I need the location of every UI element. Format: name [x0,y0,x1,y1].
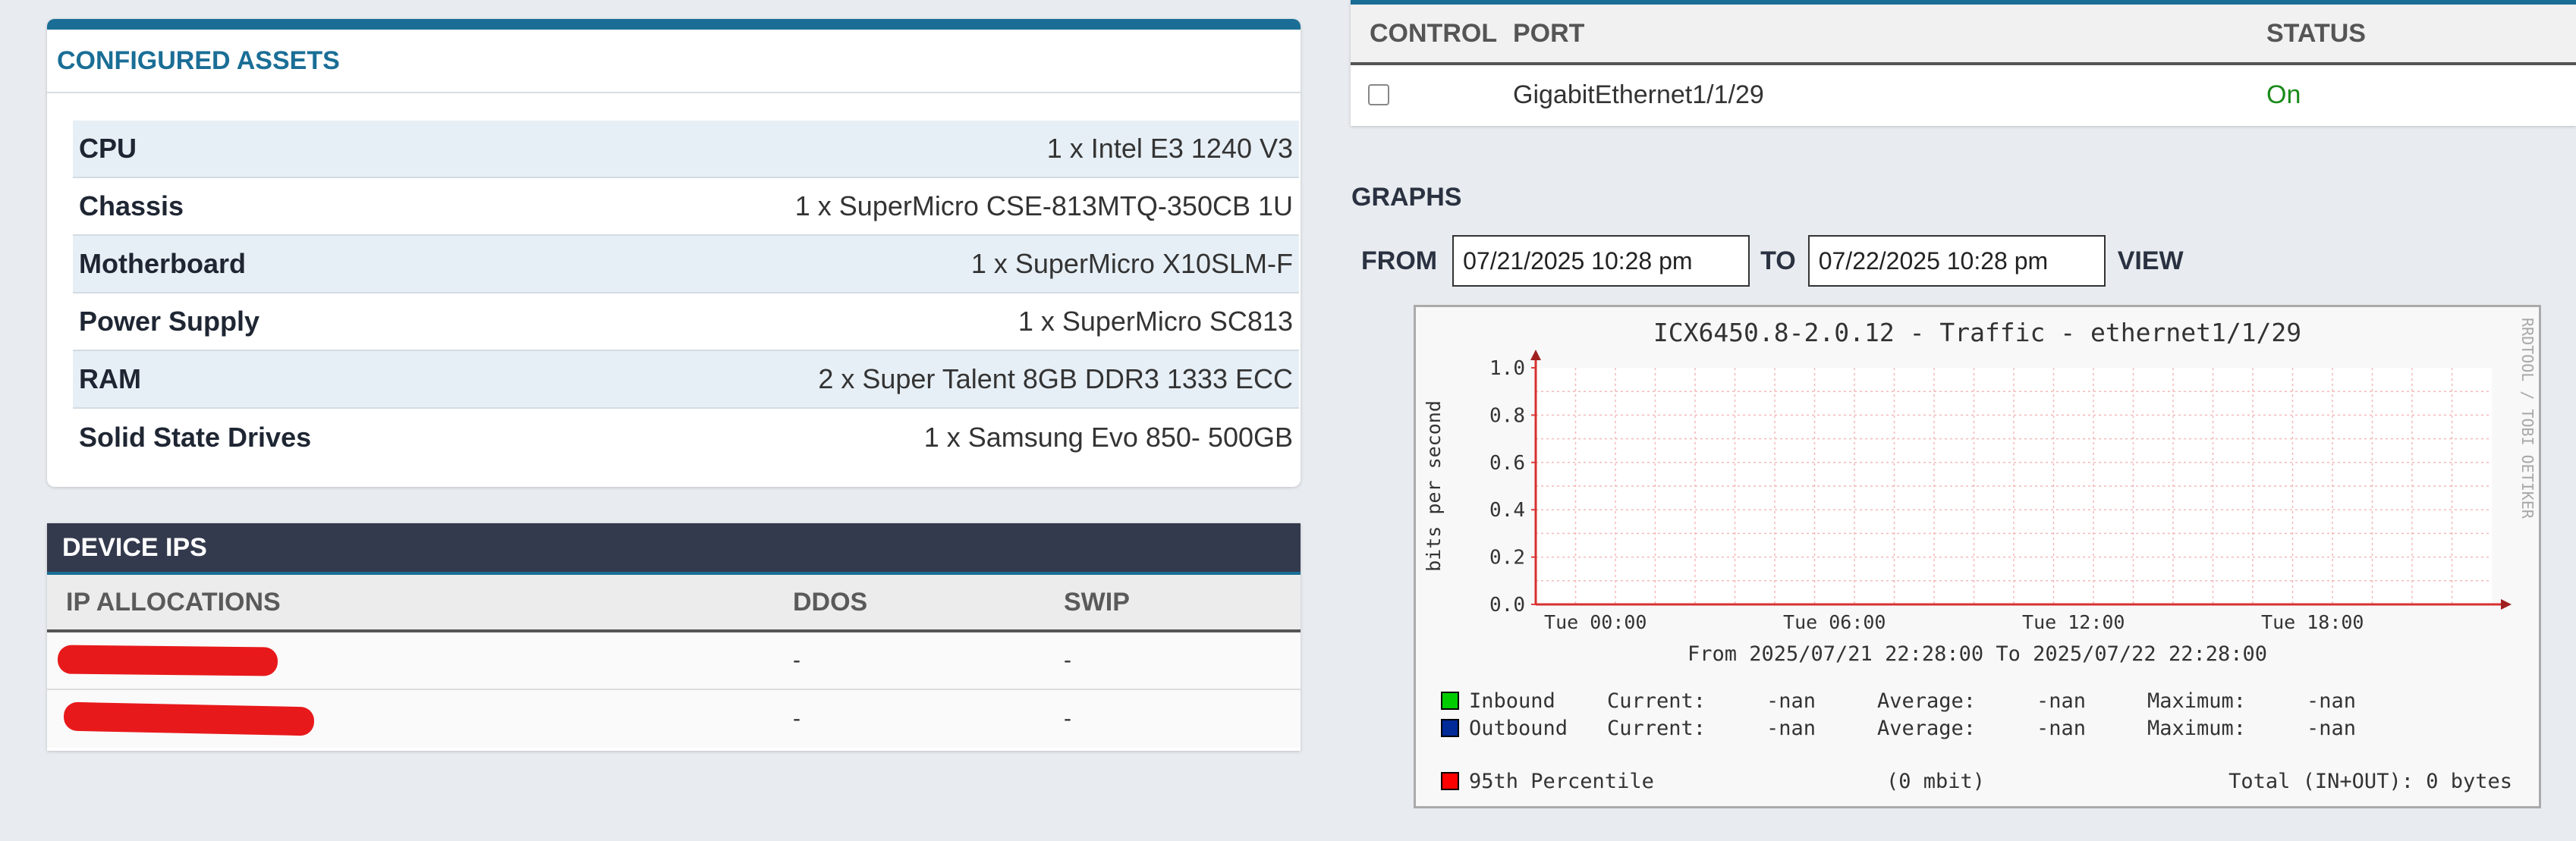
swip-cell: - [1064,706,1071,731]
asset-label: Power Supply [79,306,260,337]
to-label: TO [1760,246,1796,275]
ddos-header[interactable]: DDOS [793,587,868,617]
control-table-header: CONTROL PORT STATUS [1351,5,2576,65]
graphs-title: GRAPHS [1351,183,1462,212]
view-button[interactable]: VIEW [2117,246,2184,275]
configured-assets-title: CONFIGURED ASSETS [47,30,1301,93]
y-tick-label: 1.0 [1489,357,1525,380]
asset-label: CPU [79,133,137,164]
asset-row-cpu: CPU 1 x Intel E3 1240 V3 [73,121,1299,178]
legend-maximum-value: -nan [2307,717,2356,740]
percentile-label: 95th Percentile [1469,770,1654,793]
rrdtool-watermark: RRDTOOL / TOBI OETIKER [2518,318,2537,519]
device-ips-panel: DEVICE IPS IP ALLOCATIONS DDOS SWIP - - … [47,523,1301,751]
legend-current-value: -nan [1766,689,1816,713]
legend-average-value: -nan [2037,717,2086,740]
legend-average-label: Average: [1877,689,1976,713]
asset-row-chassis: Chassis 1 x SuperMicro CSE-813MTQ-350CB … [73,178,1299,236]
legend-swatch [1441,719,1459,737]
legend-swatch [1441,772,1459,790]
percentile-value: (0 mbit) [1886,770,1985,793]
date-range-text: From 2025/07/21 22:28:00 To 2025/07/22 2… [1687,642,2267,666]
table-row: GigabitEthernet1/1/29 On [1351,65,2576,124]
asset-value: 2 x Super Talent 8GB DDR3 1333 ECC [818,363,1293,394]
swip-header[interactable]: SWIP [1064,587,1130,617]
swip-cell: - [1064,648,1071,673]
device-ips-title: DEVICE IPS [47,523,1301,575]
configured-assets-panel: CONFIGURED ASSETS CPU 1 x Intel E3 1240 … [47,19,1301,487]
asset-label: Solid State Drives [79,422,312,453]
asset-value: 1 x SuperMicro X10SLM-F [970,248,1293,279]
asset-row-power-supply: Power Supply 1 x SuperMicro SC813 [73,293,1299,351]
legend-maximum-value: -nan [2307,689,2356,713]
x-axis-arrow [2501,599,2512,610]
redaction-mark [63,701,315,736]
asset-row-ram: RAM 2 x Super Talent 8GB DDR3 1333 ECC [73,351,1299,409]
asset-value: 1 x Intel E3 1240 V3 [1046,133,1293,164]
x-tick-label: Tue 00:00 [1544,611,1647,633]
x-tick-label: Tue 18:00 [2261,611,2364,633]
asset-value: 1 x SuperMicro SC813 [1018,306,1293,337]
status-badge: On [2266,80,2301,109]
y-axis-arrow [1530,350,1541,360]
ip-allocation-cell [47,690,785,748]
y-axis-label: bits per second [1423,400,1445,572]
y-tick-label: 0.0 [1489,594,1525,617]
from-date-input[interactable] [1452,235,1750,287]
asset-label: Chassis [79,190,184,221]
x-tick-label: Tue 12:00 [2022,611,2125,633]
table-row: - - [47,632,1301,690]
port-control-panel: CONTROL PORT STATUS GigabitEthernet1/1/2… [1351,0,2576,126]
legend-average-value: -nan [2037,689,2086,713]
asset-value: 1 x SuperMicro CSE-813MTQ-350CB 1U [794,190,1293,221]
asset-label: RAM [79,363,141,394]
date-range-row: FROM TO VIEW [1361,235,2184,287]
y-tick-label: 0.4 [1489,499,1525,522]
assets-table: CPU 1 x Intel E3 1240 V3 Chassis 1 x Sup… [73,121,1299,466]
redaction-mark [57,645,278,676]
ip-allocation-cell [47,632,785,689]
asset-row-ssd: Solid State Drives 1 x Samsung Evo 850- … [73,409,1299,466]
legend-maximum-label: Maximum: [2147,717,2246,740]
from-label: FROM [1361,246,1438,275]
legend-swatch [1441,692,1459,710]
legend-current-label: Current: [1607,689,1706,713]
y-tick-label: 0.6 [1489,452,1525,475]
ip-allocations-header[interactable]: IP ALLOCATIONS [66,587,281,617]
total-traffic: Total (IN+OUT): 0 bytes [2228,770,2512,793]
legend-series-name: Inbound [1469,689,1555,713]
asset-row-motherboard: Motherboard 1 x SuperMicro X10SLM-F [73,236,1299,293]
x-tick-label: Tue 06:00 [1783,611,1886,633]
chart-title: ICX6450.8-2.0.12 - Traffic - ethernet1/1… [1653,318,2301,347]
port-header: PORT [1513,18,1585,48]
y-tick-label: 0.8 [1489,404,1525,427]
ddos-cell: - [793,648,800,673]
legend-current-label: Current: [1607,717,1706,740]
legend-current-value: -nan [1766,717,1816,740]
control-header: CONTROL [1370,18,1498,48]
to-date-input[interactable] [1807,235,2106,287]
asset-label: Motherboard [79,248,246,279]
legend-maximum-label: Maximum: [2147,689,2246,713]
ips-table-header: IP ALLOCATIONS DDOS SWIP [47,575,1301,632]
legend-series-name: Outbound [1469,717,1568,740]
control-cell [1351,84,1513,105]
y-tick-label: 0.2 [1489,547,1525,570]
asset-value: 1 x Samsung Evo 850- 500GB [923,422,1293,453]
ddos-cell: - [793,706,800,731]
port-control-checkbox[interactable] [1368,84,1389,105]
legend-average-label: Average: [1877,717,1976,740]
port-name: GigabitEthernet1/1/29 [1513,80,1764,109]
table-row: - - [47,690,1301,748]
status-header: STATUS [2266,18,2366,48]
